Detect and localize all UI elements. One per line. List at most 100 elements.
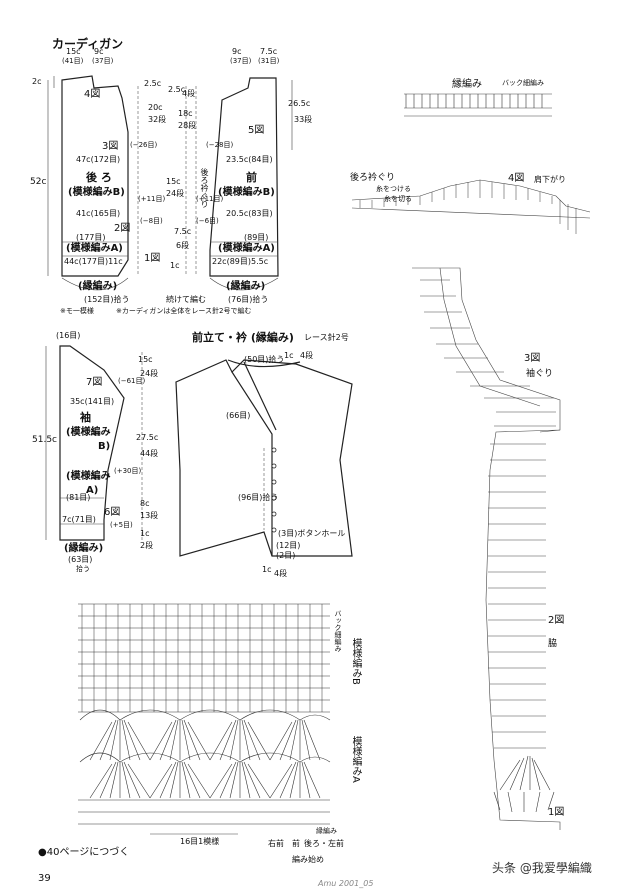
front-border-pick: (76目)拾う bbox=[228, 295, 269, 304]
sleeve-pattern-b: (模様編み bbox=[66, 427, 111, 438]
sleeve-minus-61: (−61目) bbox=[118, 377, 146, 385]
sleeve-h-24: 24段 bbox=[140, 369, 159, 378]
back-minus-8: (−8目) bbox=[140, 217, 163, 225]
back-h-1c: 1c bbox=[170, 261, 180, 270]
back-fig1: 1図 bbox=[144, 253, 161, 264]
back-h-28: 28段 bbox=[178, 121, 197, 130]
sleeve-h-8: 8c bbox=[140, 499, 150, 508]
front-border: (縁編み) bbox=[226, 281, 266, 292]
back-h-20: 20c bbox=[148, 103, 163, 112]
footer-magazine: Amu 2001_05 bbox=[318, 879, 374, 888]
pattern-repeat: 16目1模様 bbox=[180, 837, 220, 846]
front-width-89: (89目) bbox=[244, 233, 269, 242]
sleeve-fig7: 7図 bbox=[86, 377, 103, 388]
sleeve-chart-fig3: 3図 bbox=[524, 353, 541, 364]
front-minus-28: (−28目) bbox=[206, 141, 234, 149]
back-plus-11: (+11目) bbox=[138, 195, 166, 203]
sleeve-chart bbox=[412, 267, 561, 830]
pattern-back-left: 後ろ・左前 bbox=[304, 839, 344, 848]
sleeve-h-13: 13段 bbox=[140, 511, 159, 520]
edge-chart-label: 縁編み bbox=[452, 79, 482, 90]
sleeve-h-1: 1c bbox=[140, 529, 150, 538]
sleeve-width-63: (63目) bbox=[68, 555, 93, 564]
back-h-25b: 2.5c bbox=[168, 85, 186, 94]
back-fig2: 2図 bbox=[114, 223, 131, 234]
neck-chart-fig-note: 肩下がり bbox=[534, 175, 566, 184]
page-title: カーディガン bbox=[52, 37, 124, 51]
back-h-6: 6段 bbox=[176, 241, 190, 250]
back-width-47: 47c(172目) bbox=[76, 155, 121, 164]
neck-chart-label: 後ろ衿ぐり bbox=[350, 173, 396, 183]
sleeve-height-total: 51.5c bbox=[32, 435, 57, 445]
neck-chart-mark2: 糸を切る bbox=[384, 195, 412, 203]
front-plus-11: (+11目) bbox=[196, 195, 224, 203]
front-mid-note: 続けて編む bbox=[166, 295, 206, 304]
back-h-4: 4段 bbox=[182, 89, 196, 98]
front-neck-note: 後ろ衿ぐり bbox=[200, 168, 209, 208]
sleeve-chart-fig2: 2図 bbox=[548, 615, 565, 626]
collar-h-4-b: 4段 bbox=[274, 569, 288, 578]
back-top-width-1: 15c bbox=[66, 47, 81, 56]
back-label: 後 ろ bbox=[86, 171, 112, 184]
front-width-205: 20.5c(83目) bbox=[226, 209, 273, 218]
fan-motifs bbox=[79, 709, 331, 799]
sleeve-label: 袖 bbox=[80, 411, 91, 424]
sleeve-h-44: 44段 bbox=[140, 449, 159, 458]
collar-h-1c-b: 1c bbox=[262, 565, 272, 574]
back-pattern-a: (模様編みA) bbox=[66, 243, 123, 254]
pattern-label-b: 模様編みB bbox=[350, 638, 361, 685]
front-label: 前 bbox=[246, 171, 257, 184]
sleeve-fig6: 6図 bbox=[104, 507, 121, 518]
sleeve-chart-fig3-note: 袖ぐり bbox=[526, 369, 554, 379]
collar-h-4: 4段 bbox=[300, 351, 314, 360]
front-top-stitches-1: (37目) bbox=[230, 57, 252, 65]
neck-chart-mark: 糸をつける bbox=[376, 185, 411, 193]
back-height-total: 52c bbox=[30, 177, 47, 187]
back-width-44: 44c(177目)11c bbox=[64, 257, 123, 266]
front-top-width-1: 9c bbox=[232, 47, 242, 56]
back-minus-26: (−26目) bbox=[130, 141, 158, 149]
sleeve-pattern-a2: A) bbox=[86, 485, 99, 496]
sleeve-h-2: 2段 bbox=[140, 541, 154, 550]
note-2: ※カーディガンは全体をレース針2号で編む bbox=[116, 307, 252, 315]
sleeve-plus-5: (+5目) bbox=[110, 521, 133, 529]
collar-pick-50: (50目)拾う bbox=[244, 355, 285, 364]
back-width-41: 41c(165目) bbox=[76, 209, 121, 218]
sleeve-outline bbox=[59, 345, 125, 541]
back-h-18: 18c bbox=[178, 109, 193, 118]
back-h-15: 15c bbox=[166, 177, 181, 186]
front-width-235: 23.5c(84目) bbox=[226, 155, 273, 164]
collar-12: (12目) bbox=[276, 541, 301, 550]
sleeve-chart-fig2-note: 脇 bbox=[548, 639, 558, 649]
front-pattern-b: (模様編みB) bbox=[218, 187, 275, 198]
collar-title: 前立て・衿 (縁編み) bbox=[192, 331, 294, 344]
pattern-chart bbox=[78, 603, 330, 825]
sleeve-top: (16目) bbox=[56, 331, 81, 340]
front-fig5: 5図 bbox=[248, 125, 265, 136]
back-h-32: 32段 bbox=[148, 115, 167, 124]
edge-chart-back: バック細編み bbox=[502, 79, 544, 87]
back-pattern-b: (模様編みB) bbox=[68, 187, 125, 198]
front-h-33: 33段 bbox=[294, 115, 313, 124]
note-1: ※モ一模様 bbox=[60, 307, 94, 315]
sleeve-width-35: 35c(141目) bbox=[70, 397, 115, 406]
back-top-width-2: 9c bbox=[94, 47, 104, 56]
sleeve-plus-30: (+30目) bbox=[114, 467, 142, 475]
pattern-back-label: バック細編み bbox=[334, 610, 342, 652]
sleeve-pattern-a: (模様編み bbox=[66, 471, 111, 482]
back-top-stitches-1: (41目) bbox=[62, 57, 84, 65]
front-pattern-a: (模様編みA) bbox=[218, 243, 275, 254]
sleeve-border: (縁編み) bbox=[64, 543, 104, 554]
back-h-24: 24段 bbox=[166, 189, 185, 198]
sleeve-width-81: (81目) bbox=[66, 493, 91, 502]
front-outline bbox=[209, 77, 279, 277]
pattern-start-front: 前 bbox=[292, 839, 300, 848]
footer-continue: ●40ページにつづく bbox=[38, 847, 130, 858]
back-top-stitches-2: (37目) bbox=[92, 57, 114, 65]
front-h-265: 26.5c bbox=[288, 99, 311, 108]
back-top-height: 2c bbox=[32, 77, 42, 86]
collar-h-1c: 1c bbox=[284, 351, 294, 360]
sleeve-pattern-b2: B) bbox=[98, 441, 111, 452]
back-border-pick: (152目)拾う bbox=[84, 295, 130, 304]
